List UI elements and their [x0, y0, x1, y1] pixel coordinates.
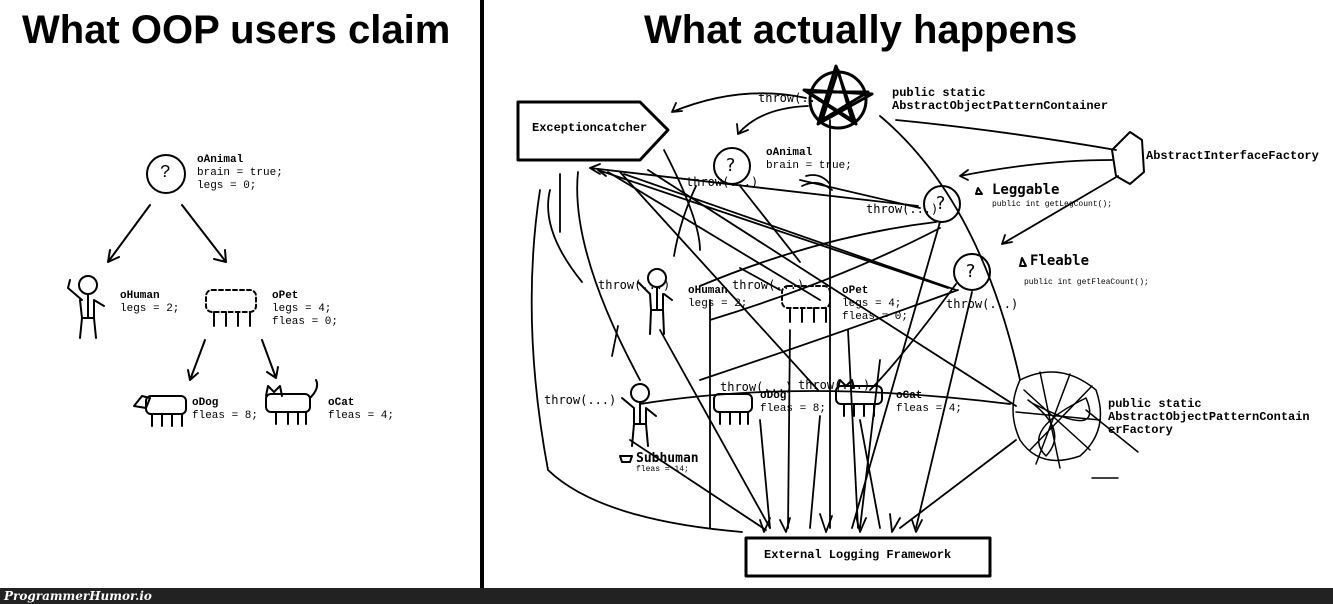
human-legs: legs = 2; — [120, 303, 180, 315]
cat-block: oCat fleas = 4; — [328, 397, 394, 423]
right-human-block: oHuman legs = 2; — [688, 285, 747, 311]
animal-question-icon — [146, 154, 186, 194]
throw-label-2: throw(...) — [686, 175, 759, 189]
cat-figure-right — [835, 379, 883, 417]
throw-label-7: throw(...) — [544, 393, 617, 407]
right-pet-fleas: fleas = 0; — [842, 311, 909, 323]
throw-label-9: throw(...) — [798, 378, 871, 392]
right-animal-q-glyph: ? — [725, 155, 736, 176]
arrow-pet-dog — [187, 339, 206, 381]
human-figure — [67, 275, 105, 339]
spaghetti-arrows — [530, 92, 1119, 533]
right-cat-fleas: fleas = 4; — [896, 403, 963, 415]
animal-name: oAnimal — [197, 154, 244, 166]
arrow-animal-human — [107, 204, 151, 263]
right-animal-name: oAnimal — [766, 147, 813, 159]
right-animal-block: oAnimal brain = true; — [766, 147, 852, 173]
right-human-legs: legs = 2; — [688, 298, 748, 310]
right-title: What actually happens — [644, 8, 1078, 52]
dog-figure — [133, 395, 187, 427]
throw-label-5: throw(...) — [732, 278, 805, 292]
dog-block: oDog fleas = 8; — [192, 397, 258, 423]
exception-catcher-box — [516, 100, 670, 162]
pet-fleas: fleas = 0; — [272, 316, 339, 328]
right-pet-block: oPet legs = 4; fleas = 0; — [842, 285, 908, 324]
animal-legs: legs = 0; — [197, 180, 257, 192]
right-cat-name: oCat — [896, 390, 923, 402]
subhuman-figure — [619, 383, 657, 463]
left-title: What OOP users claim — [22, 8, 451, 52]
subhuman-name: Subhuman — [636, 451, 699, 466]
arrow-pet-cat — [261, 339, 279, 379]
dog-name: oDog — [192, 397, 219, 409]
static-container-l2: AbstractObjectPatternContainer — [892, 99, 1109, 113]
watermark-bar: ProgrammerHumor.io — [0, 588, 1333, 604]
static-container-label: public static AbstractObjectPatternConta… — [892, 87, 1108, 113]
animal-icon-glyph: ? — [160, 163, 171, 183]
static-container-l1: public static — [892, 86, 986, 100]
throw-label-1: throw(...) — [758, 91, 831, 105]
container-factory-l1: public static — [1108, 397, 1202, 411]
leggable-q-glyph: ? — [935, 193, 946, 214]
pet-legs: legs = 4; — [272, 303, 332, 315]
right-cat-block: oCat fleas = 4; — [896, 390, 962, 416]
dog-fleas: fleas = 8; — [192, 410, 259, 422]
logging-box — [744, 536, 992, 578]
fleable-method: public int getFleaCount(); — [1024, 278, 1149, 287]
factory-scribble — [1012, 371, 1139, 479]
dog-figure-right — [713, 393, 753, 425]
right-dog-fleas: fleas = 8; — [760, 403, 827, 415]
cat-name: oCat — [328, 397, 355, 409]
animal-brain: brain = true; — [197, 167, 283, 179]
pet-figure — [205, 289, 257, 327]
fleable-q-glyph: ? — [965, 261, 976, 282]
throw-label-4: throw(...) — [598, 278, 671, 292]
sketch-layer — [67, 64, 1145, 578]
human-block: oHuman legs = 2; — [120, 290, 179, 316]
right-pet-legs: legs = 4; — [842, 298, 902, 310]
fleable-question-icon — [953, 253, 991, 291]
exception-catcher-label: Exceptioncatcher — [532, 121, 648, 135]
animal-block: oAnimal brain = true; legs = 0; — [197, 154, 283, 193]
human-figure-right — [637, 268, 673, 335]
subhuman-fleas: fleas = 14; — [636, 465, 689, 474]
cat-figure — [265, 379, 319, 425]
pet-name: oPet — [272, 290, 299, 302]
container-factory-l2: AbstractObjectPatternContain — [1108, 410, 1310, 424]
throw-label-8: throw(...) — [720, 380, 793, 394]
throw-label-3: throw(...) — [866, 202, 939, 216]
right-dog-name: oDog — [760, 390, 787, 402]
watermark-text: ProgrammerHumor.io — [4, 589, 152, 603]
right-animal-brain: brain = true; — [766, 160, 852, 172]
pet-block: oPet legs = 4; fleas = 0; — [272, 290, 338, 329]
arrow-animal-pet — [181, 204, 227, 263]
throw-label-6: throw(...) — [946, 297, 1019, 311]
container-factory-label: public static AbstractObjectPatternConta… — [1108, 398, 1310, 437]
container-factory-l3: erFactory — [1108, 423, 1173, 437]
fleable-name: Fleable — [1030, 253, 1090, 269]
panel-divider — [480, 0, 484, 588]
right-pet-name: oPet — [842, 285, 869, 297]
leggable-name: Leggable — [992, 182, 1060, 198]
right-dog-block: oDog fleas = 8; — [760, 390, 826, 416]
star-scribble — [802, 64, 874, 130]
right-human-name: oHuman — [688, 285, 728, 297]
cat-fleas: fleas = 4; — [328, 410, 395, 422]
human-name: oHuman — [120, 290, 160, 302]
small-tag-icons — [975, 187, 1027, 267]
leggable-method: public int getLegCount(); — [992, 200, 1113, 209]
logging-label: External Logging Framework — [764, 548, 952, 562]
interface-factory-label: AbstractInterfaceFactory — [1146, 149, 1319, 163]
